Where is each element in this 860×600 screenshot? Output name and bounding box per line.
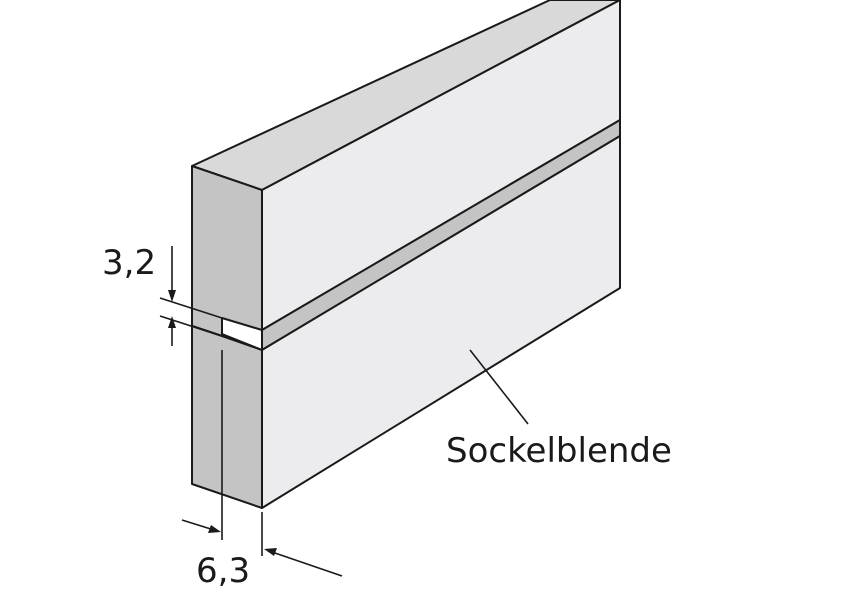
- dimension-label-groove-depth: 6,3: [196, 551, 250, 591]
- part-leader-line: [469, 349, 529, 425]
- arrowhead-right: [208, 525, 221, 533]
- arrow-shaft-right: [181, 519, 215, 531]
- dimension-groove-depth: [181, 350, 343, 577]
- dimension-label-groove-height: 3,2: [102, 243, 156, 283]
- arrow-shaft-left: [271, 551, 343, 577]
- end-face-lower: [191, 325, 263, 509]
- end-face-upper: [191, 165, 263, 337]
- arrowhead-up: [168, 316, 176, 328]
- extension-line-top: [159, 297, 223, 319]
- extension-line-bottom: [159, 315, 223, 337]
- dimension-groove-height: [159, 246, 223, 346]
- arrowhead-down: [168, 290, 176, 302]
- part-label: Sockelblende: [446, 431, 672, 471]
- end-face: [191, 165, 263, 509]
- arrowhead-left: [264, 548, 277, 556]
